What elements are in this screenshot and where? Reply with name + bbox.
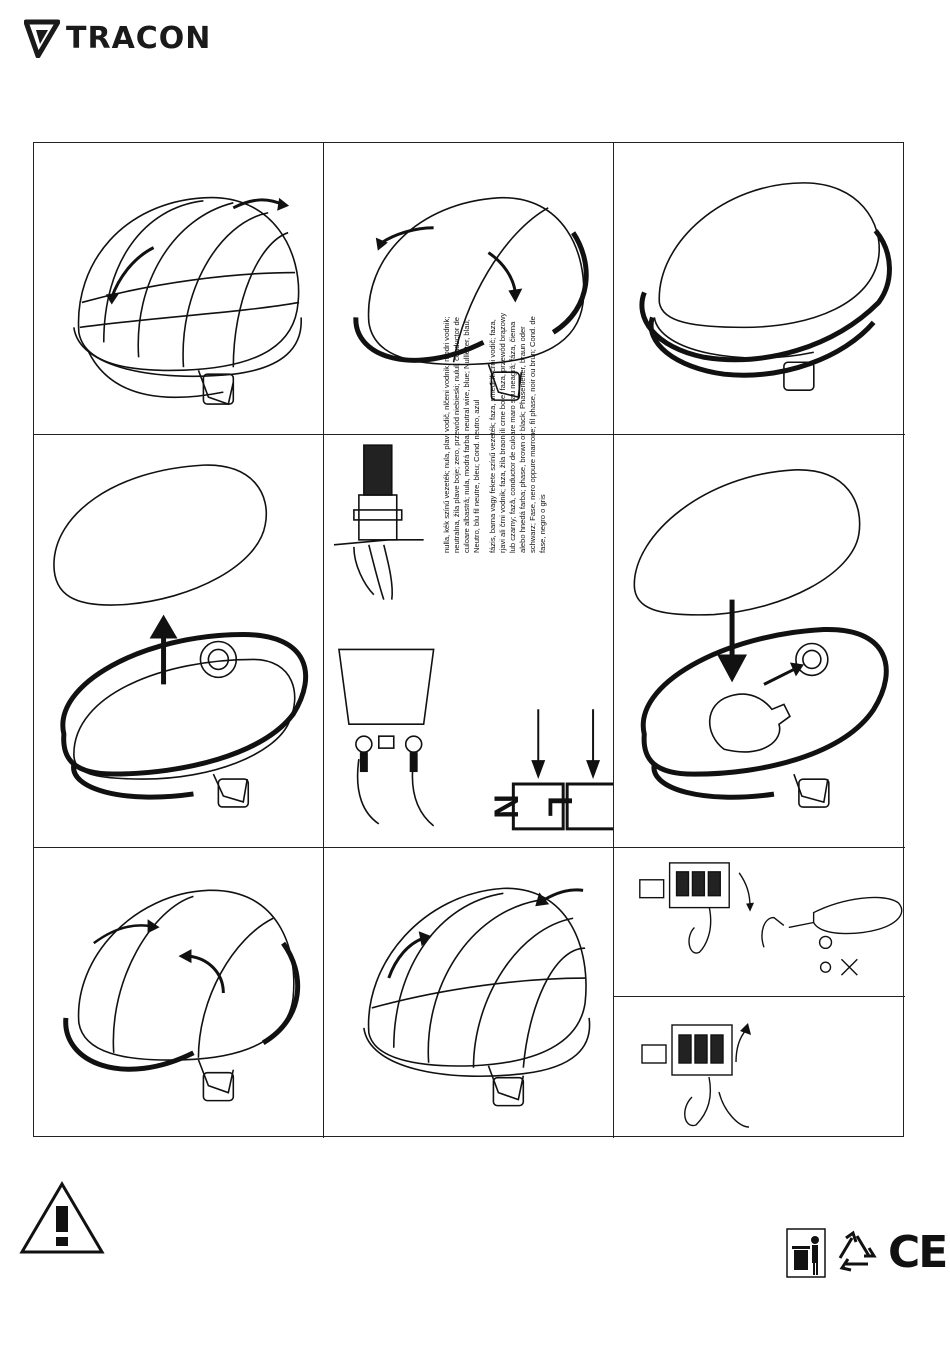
phase-wire-text: fázis, barna vagy fekete színű vezeték; …	[488, 312, 547, 553]
neutral-wire-text: nulla, kék színű vezeték; nula, plavi vo…	[442, 316, 481, 553]
recycle-icon	[838, 1230, 877, 1272]
instruction-grid	[33, 142, 905, 1138]
step-3-clips-open	[614, 143, 905, 435]
step-9b-restore-power	[614, 997, 905, 1138]
step-7-close-clips	[34, 848, 324, 1138]
compliance-marks: CE	[786, 1227, 948, 1278]
tracon-logo-icon	[24, 19, 60, 58]
step-9a-test-voltage	[614, 848, 905, 997]
step-2-remove-clips	[324, 143, 614, 435]
step-4-remove-diffuser	[34, 435, 324, 848]
brand-logo: TRACON	[24, 16, 211, 60]
step-1-open-cage	[34, 143, 324, 435]
step-6-insert-bulb	[614, 435, 905, 848]
weee-bin-icon	[786, 1228, 826, 1278]
step-8-close-cage	[324, 848, 614, 1138]
terminal-label-live: L	[540, 796, 579, 817]
wiring-description: nulla, kék színű vezeték; nula, plavi vo…	[442, 305, 547, 553]
warning-triangle-icon	[18, 1180, 106, 1261]
brand-name: TRACON	[66, 20, 212, 56]
ce-mark-icon: CE	[888, 1227, 948, 1278]
step-5-wiring	[324, 435, 614, 848]
terminal-label-neutral: N	[486, 794, 525, 819]
